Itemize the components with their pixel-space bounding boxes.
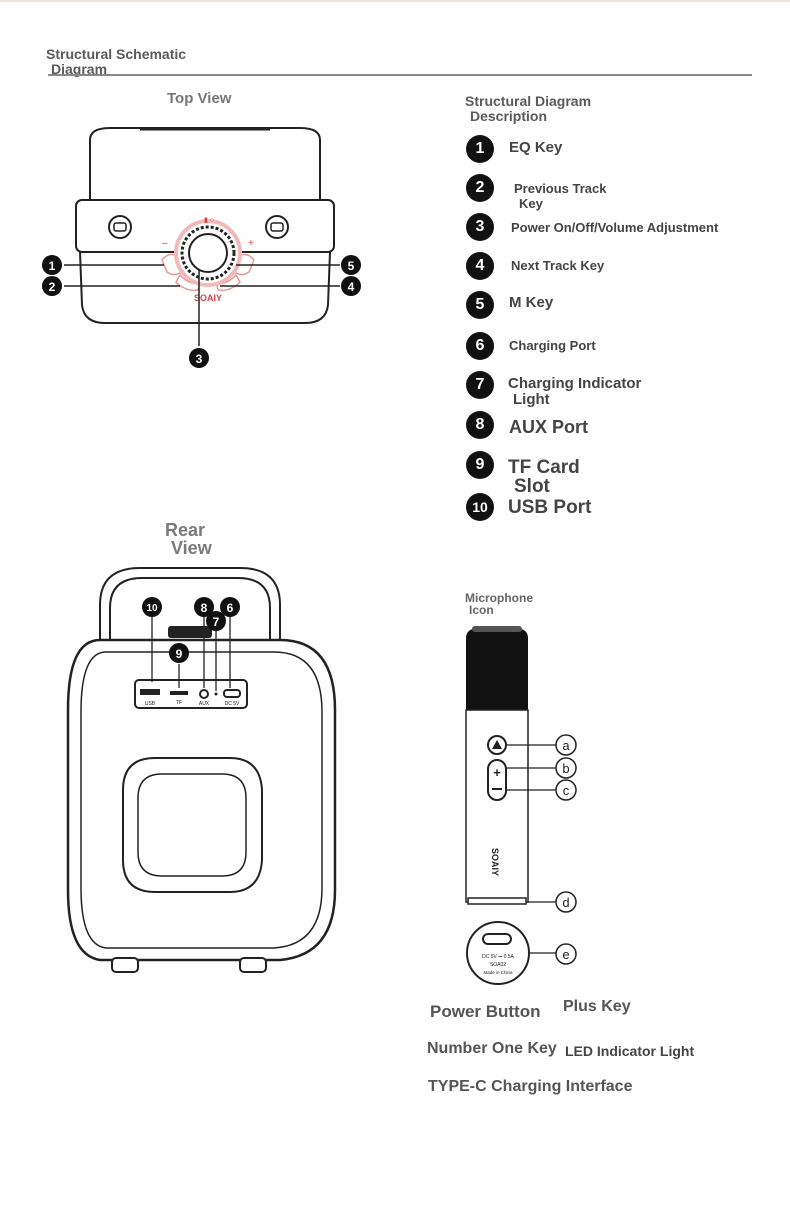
mic-callout-b: b: [555, 757, 577, 779]
svg-text:TF: TF: [176, 700, 182, 706]
desc-num-10: 10: [466, 493, 494, 521]
svg-text:+: +: [248, 238, 254, 249]
top-callout-4: 4: [341, 276, 361, 296]
svg-text:Made in China: Made in China: [483, 970, 513, 975]
svg-text:4: 4: [348, 280, 355, 294]
top-divider-line: [0, 0, 790, 2]
top-callout-3: 3: [189, 348, 209, 368]
label-number-one-key: Number One Key: [427, 1040, 557, 1057]
page-title: Structural Schematic Diagram: [46, 46, 187, 77]
svg-text:10: 10: [146, 603, 158, 614]
charging-port-icon: DC 5V: [223, 689, 241, 707]
desc-num-3: 3: [466, 213, 494, 241]
label-plus-key: Plus Key: [563, 998, 631, 1015]
right-bolt-icon: [265, 215, 289, 239]
svg-text:1: 1: [49, 259, 56, 273]
desc-eq-key: EQ Key: [509, 139, 563, 156]
mic-callout-e: e: [555, 943, 577, 965]
svg-text:7: 7: [213, 615, 220, 629]
mic-typec-port-icon: [482, 933, 512, 945]
svg-text:5: 5: [348, 259, 355, 273]
rear-callout-7: 7: [206, 611, 226, 631]
rear-callout-6: 6: [220, 597, 240, 617]
desc-charging-indicator: Charging Indicator Light: [508, 375, 642, 408]
svg-text:USB: USB: [145, 701, 156, 707]
label-typec-interface: TYPE-C Charging Interface: [428, 1078, 633, 1095]
header-rule: [48, 74, 752, 76]
svg-text:3: 3: [196, 352, 203, 366]
rear-callout-8: 8: [194, 597, 214, 617]
mic-callout-c: c: [555, 779, 577, 801]
top-view-diagram: ▮ ○ – + SOAIY 1 2 3 4 5: [42, 127, 361, 368]
desc-num-2: 2: [466, 174, 494, 202]
microphone-diagram: + SOAIY a b c d e DC 5V ⎓ 0.5A SOA02 Mad…: [465, 626, 577, 985]
top-callout-2: 2: [42, 276, 62, 296]
desc-num-7: 7: [466, 371, 494, 399]
tf-card-slot-icon: TF: [170, 691, 188, 706]
svg-text:8: 8: [201, 601, 208, 615]
description-title: Structural Diagram Description: [465, 93, 592, 124]
svg-text:DC 5V: DC 5V: [225, 701, 240, 707]
mic-callout-d: d: [555, 891, 577, 913]
top-callout-1: 1: [42, 255, 62, 275]
microphone-title: Microphone Icon: [465, 591, 533, 617]
svg-text:–: –: [162, 238, 168, 249]
desc-num-1: 1: [466, 135, 494, 163]
svg-text:d: d: [562, 895, 569, 910]
desc-charging-port: Charging Port: [509, 338, 596, 353]
mic-volume-rocker-icon: +: [487, 759, 507, 801]
usb-port-icon: USB: [140, 689, 160, 707]
left-bolt-icon: [108, 215, 132, 239]
rear-view-diagram: USB TF AUX DC 5V 10 9 8 7 6: [66, 567, 337, 973]
svg-text:e: e: [562, 947, 569, 962]
svg-text:DC 5V ⎓ 0.5A: DC 5V ⎓ 0.5A: [482, 954, 514, 960]
svg-text:▮ ○: ▮ ○: [204, 217, 214, 224]
desc-next-track-key: Next Track Key: [511, 258, 605, 273]
svg-text:SOA02: SOA02: [490, 962, 506, 968]
volume-knob-icon: [174, 219, 242, 287]
svg-text:b: b: [562, 761, 569, 776]
rear-callout-10: 10: [142, 597, 162, 617]
desc-tf-card-slot: TF Card Slot: [508, 457, 580, 497]
rear-callout-9: 9: [169, 643, 189, 663]
desc-power-volume: Power On/Off/Volume Adjustment: [511, 220, 719, 235]
desc-num-6: 6: [466, 332, 494, 360]
svg-text:c: c: [563, 783, 570, 798]
prev-track-key-button: [175, 273, 202, 292]
svg-text:9: 9: [176, 647, 183, 661]
svg-text:a: a: [562, 738, 570, 753]
desc-previous-track-key: Previous Track Key: [514, 181, 607, 211]
desc-num-9: 9: [466, 451, 494, 479]
desc-usb-port: USB Port: [508, 497, 592, 518]
mic-callout-a: a: [555, 734, 577, 756]
mic-power-button-icon: [487, 735, 507, 755]
top-view-brand: SOAIY: [194, 293, 222, 303]
label-power-button: Power Button: [430, 1002, 541, 1021]
svg-text:AUX: AUX: [199, 701, 210, 707]
desc-aux-port: AUX Port: [509, 417, 589, 437]
desc-num-5: 5: [466, 291, 494, 319]
label-led-indicator: LED Indicator Light: [565, 1043, 695, 1059]
desc-m-key: M Key: [509, 294, 554, 311]
rear-view-label: Rear View: [165, 520, 212, 558]
desc-num-4: 4: [466, 252, 494, 280]
charging-indicator-icon: [214, 692, 218, 696]
svg-text:+: +: [493, 765, 501, 780]
svg-text:6: 6: [227, 601, 234, 615]
aux-port-icon: AUX: [199, 689, 210, 707]
svg-text:2: 2: [49, 280, 56, 294]
top-callout-5: 5: [341, 255, 361, 275]
mic-brand: SOAIY: [490, 848, 500, 876]
desc-num-8: 8: [466, 411, 494, 439]
top-view-label: Top View: [167, 90, 232, 107]
